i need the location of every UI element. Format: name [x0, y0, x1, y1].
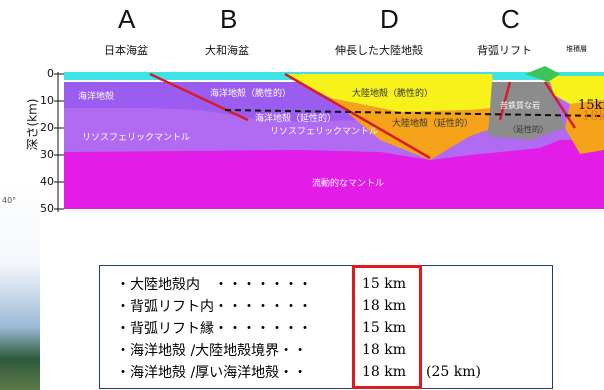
- cross-section-diagram: [54, 66, 604, 212]
- layer-label-oceanic-brittle: 海洋地殻（脆性的）: [210, 89, 292, 99]
- y-tick: 20: [40, 121, 54, 134]
- fault-line: [284, 72, 431, 160]
- summary-row-label: ・海洋地殻 /大陸地殻境界・・: [116, 343, 308, 359]
- region-extended-continental-crust: 伸長した大陸地殻: [335, 44, 423, 57]
- continental-brittle-right: [545, 76, 604, 104]
- summary-row-value: 15 km: [362, 320, 407, 336]
- sediment-label: 堆積層: [566, 45, 587, 53]
- sediment-layer: [525, 66, 560, 82]
- summary-panel: ・大陸地殻内 ・・・・・・・ ・背弧リフト内・・・・・・・ ・背弧リフト縁・・・…: [99, 265, 553, 389]
- latitude-label: 35°: [2, 365, 17, 374]
- y-tick: 10: [40, 94, 54, 107]
- fault-line: [543, 81, 577, 129]
- layer-label-lith-mantle-2: リソスフェリックマントル: [270, 127, 379, 137]
- layer-label-ancient-rock-ductile: （延性的）: [508, 125, 548, 134]
- map-thumbnail: [0, 180, 40, 390]
- value-highlight-box: [352, 265, 422, 389]
- layer-label-lith-mantle-1: リソスフェリックマントル: [82, 133, 191, 143]
- summary-row-extra: (25 km): [426, 364, 481, 380]
- layer-label-oceanic-ductile: 海洋地殻（延性的）: [255, 114, 337, 124]
- region-japan-basin: 日本海盆: [104, 44, 148, 57]
- region-back-arc-rift: 背弧リフト: [477, 44, 532, 57]
- region-yamato-basin: 大和海盆: [205, 44, 249, 57]
- point-label-b: B: [220, 4, 238, 34]
- continental-ductile-right: [565, 100, 604, 154]
- point-label-a: A: [118, 4, 136, 34]
- summary-row-label: ・背弧リフト内・・・・・・・: [116, 299, 312, 315]
- y-tick: 30: [40, 148, 54, 161]
- layer-label-continental-ductile: 大陸地殻（延性的）: [392, 119, 474, 129]
- continental-ductile-layer: [330, 98, 492, 160]
- summary-row-value: 15 km: [362, 276, 407, 292]
- dashed-boundary-line: [224, 109, 604, 117]
- layer-label-continental-brittle: 大陸地殻（脆性的）: [352, 89, 434, 99]
- summary-row-value: 18 km: [362, 364, 407, 380]
- summary-row-label: ・海洋地殻 /厚い海洋地殻・・: [116, 365, 308, 381]
- summary-row-label: ・大陸地殻内 ・・・・・・・: [116, 277, 312, 293]
- layer-label-oceanic-crust: 海洋地殻: [78, 92, 115, 102]
- fault-line: [498, 81, 512, 121]
- y-tick: 0: [47, 67, 54, 80]
- y-tick: 40: [40, 175, 54, 188]
- layer-label-fluid-mantle: 流動的なマントル: [312, 179, 385, 189]
- latitude-label: 40°: [2, 196, 17, 205]
- summary-row-label: ・背弧リフト縁・・・・・・・: [116, 321, 312, 337]
- fault-line: [149, 72, 249, 122]
- summary-row-value: 18 km: [362, 342, 407, 358]
- point-label-c: C: [501, 4, 520, 34]
- continental-brittle-layer: [285, 74, 495, 112]
- layer-label-ancient-rock: 苦鉄質な岩: [500, 101, 540, 110]
- y-tick: 50: [40, 202, 54, 215]
- summary-row-value: 18 km: [362, 298, 407, 314]
- point-label-d: D: [380, 4, 399, 34]
